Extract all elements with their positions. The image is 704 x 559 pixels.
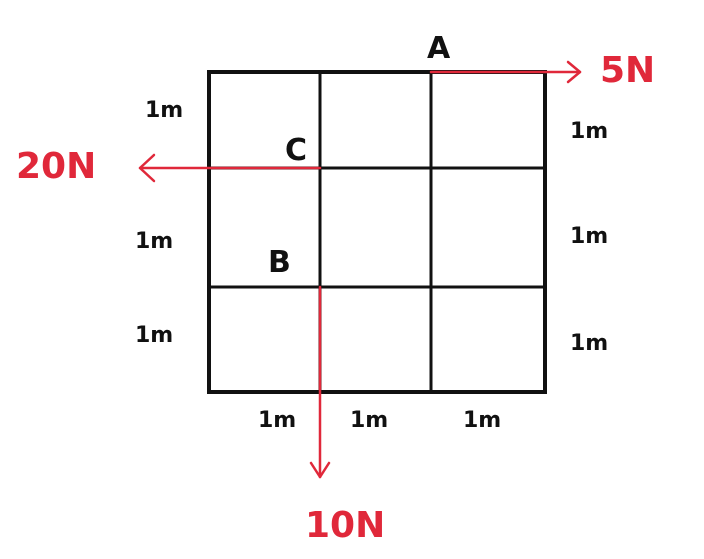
- force-arrow-b-head: [309, 461, 331, 479]
- grid-outer-frame: [207, 70, 547, 394]
- force-arrow-b: [309, 285, 331, 479]
- force-label-a: 5N: [600, 50, 655, 91]
- dimension-right-1: 1m: [570, 119, 608, 144]
- point-label-c: C: [285, 133, 307, 168]
- dimension-bottom-3: 1m: [463, 408, 501, 433]
- dimension-bottom-1: 1m: [258, 408, 296, 433]
- dimension-right-3: 1m: [570, 331, 608, 356]
- dimension-left-2: 1m: [135, 229, 173, 254]
- force-arrow-a: [429, 60, 582, 84]
- grid: [207, 70, 547, 394]
- force-arrow-c: [138, 153, 322, 183]
- dimension-left-1: 1m: [145, 98, 183, 123]
- point-label-b: B: [268, 245, 291, 280]
- force-arrow-a-head: [566, 60, 582, 84]
- dimension-right-2: 1m: [570, 224, 608, 249]
- dimension-left-3: 1m: [135, 323, 173, 348]
- force-arrow-c-head: [138, 153, 156, 183]
- point-label-a: A: [427, 31, 451, 66]
- dimension-bottom-2: 1m: [350, 408, 388, 433]
- force-label-c: 20N: [16, 146, 96, 187]
- force-label-b: 10N: [305, 505, 385, 546]
